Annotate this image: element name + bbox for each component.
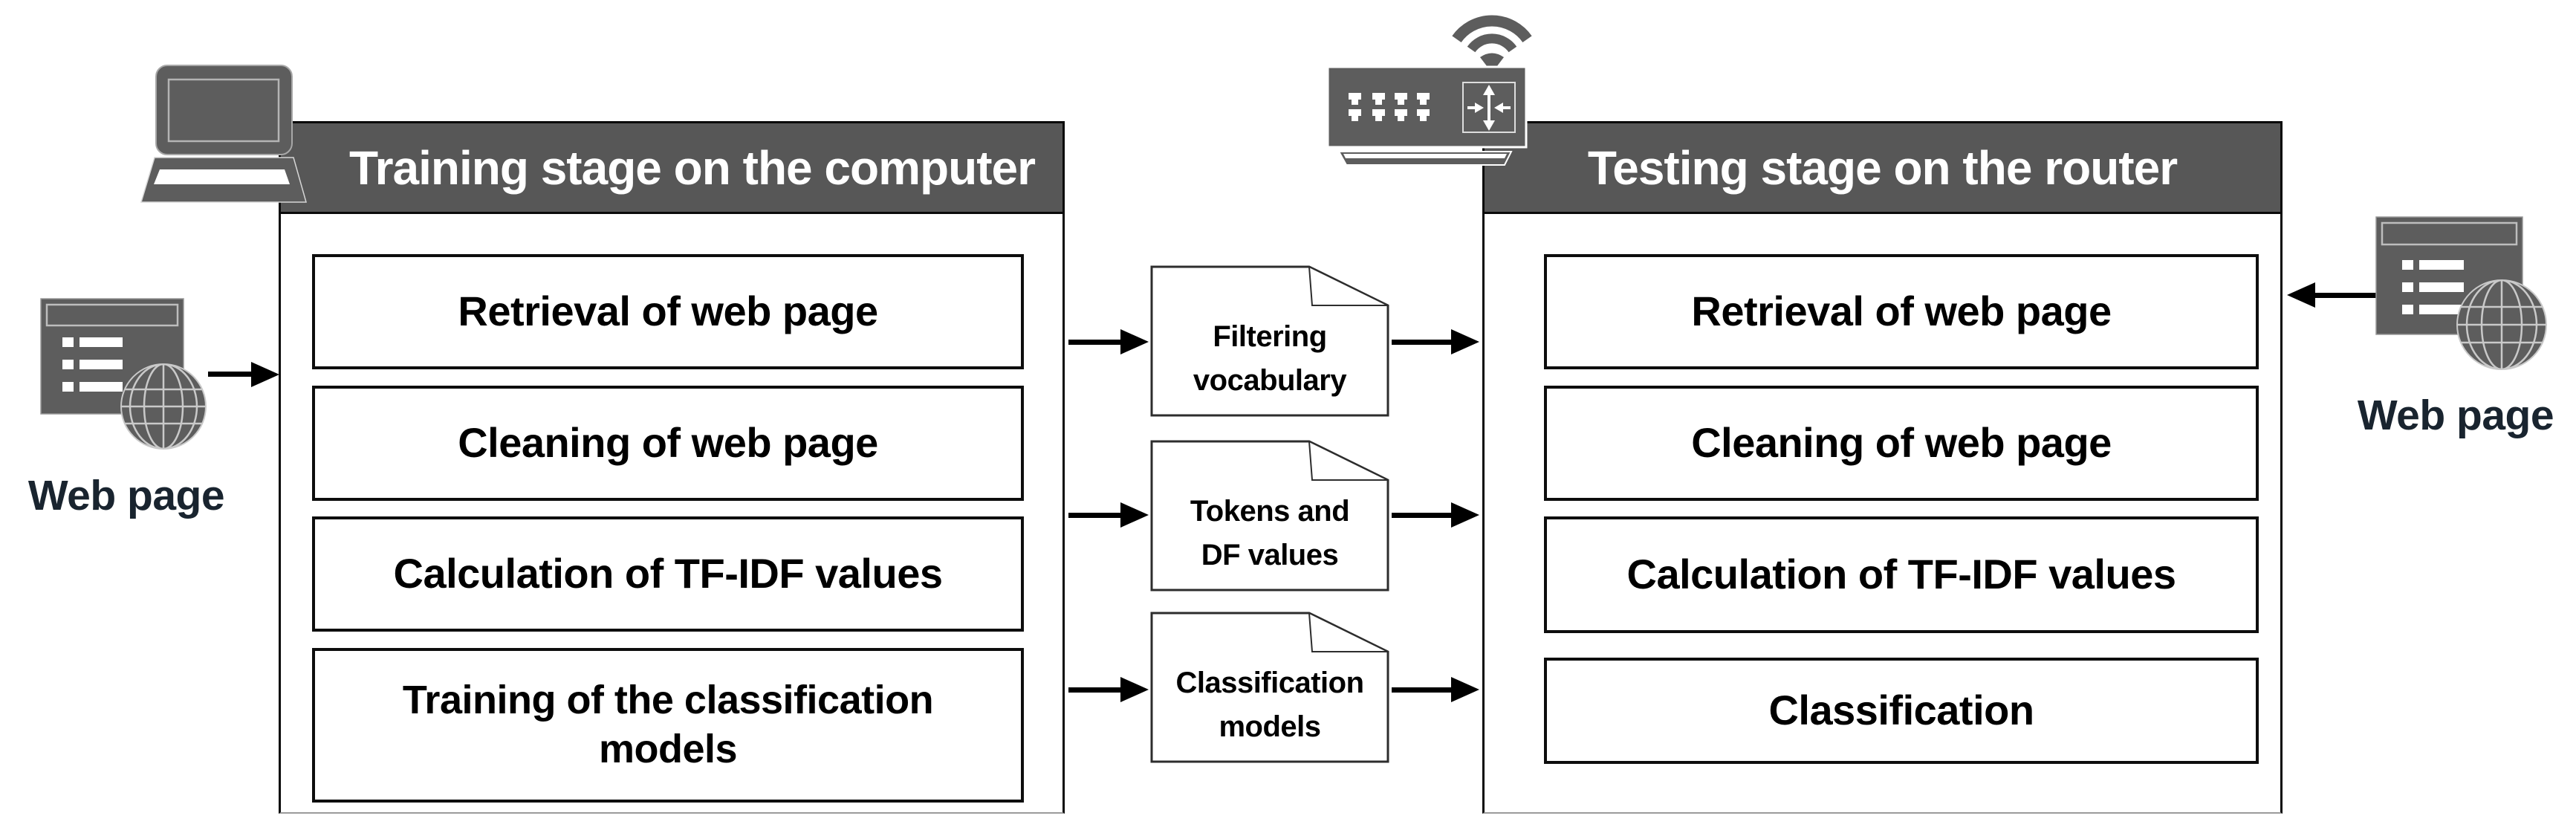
document-label-line: DF values [1201, 539, 1339, 571]
right-step-label: Classification [1768, 687, 2034, 734]
document-label-line: Filtering [1213, 320, 1327, 354]
right-step-box: Classification [1544, 658, 2259, 764]
arrow-left-icon [2287, 282, 2315, 308]
document-icon [1150, 612, 1389, 763]
left-step-label: Retrieval of web page [458, 288, 878, 335]
arrow-right-icon [1451, 329, 1479, 354]
left-step-box: Calculation of TF-IDF values [312, 516, 1024, 632]
artifact-document-filtering-vocabulary: Filtering vocabulary [1150, 265, 1389, 417]
webpage-label-right: Web page [2340, 391, 2571, 440]
document-label: Tokens and DF values [1150, 440, 1389, 591]
webpage-icon-left [37, 294, 212, 460]
artifact-document-tokens-df: Tokens and DF values [1150, 440, 1389, 591]
document-label: Filtering vocabulary [1150, 265, 1389, 417]
webpage-label-text: Web page [27, 472, 225, 519]
right-panel-header: Testing stage on the router [1482, 121, 2283, 214]
webpage-icon-right [2372, 213, 2551, 378]
left-step-box: Training of the classification models [312, 648, 1024, 803]
globe-icon [120, 363, 207, 450]
webpage-label-left: Web page [19, 471, 234, 520]
arrow-shaft [2314, 293, 2378, 298]
left-step-label: Cleaning of web page [458, 419, 878, 467]
arrow-right-icon [1451, 677, 1479, 702]
right-step-box: Cleaning of web page [1544, 386, 2259, 501]
artifact-document-classification-models: Classification models [1150, 612, 1389, 763]
routing-symbol-icon [1462, 82, 1516, 133]
left-step-box: Retrieval of web page [312, 254, 1024, 369]
router-icon-svg [1326, 15, 1532, 166]
arrow-shaft [1068, 687, 1122, 693]
right-panel-title: Testing stage on the router [1587, 140, 2178, 195]
document-label-line: Classification [1175, 667, 1364, 700]
left-step-label: Calculation of TF-IDF values [393, 550, 943, 597]
document-label-line: models [1219, 710, 1321, 743]
left-step-label: Training of the classification models [402, 678, 934, 771]
arrow-right-icon [1120, 329, 1149, 354]
document-label: Classification models [1150, 612, 1389, 763]
left-panel-title: Training stage on the computer [349, 140, 1036, 195]
arrow-shaft [208, 372, 253, 377]
arrow-shaft [1068, 340, 1122, 345]
arrow-shaft [1392, 513, 1453, 518]
arrow-shaft [1392, 687, 1453, 693]
list-lines [2402, 260, 2464, 314]
arrow-shaft [1068, 513, 1122, 518]
arrow-right-icon [1451, 502, 1479, 528]
document-label-line: vocabulary [1193, 364, 1347, 397]
laptop-icon-svg [140, 65, 307, 203]
arrow-shaft [1392, 340, 1453, 345]
arrow-right-icon [1120, 502, 1149, 528]
arrow-right-icon [251, 362, 279, 387]
globe-icon [2456, 279, 2547, 370]
left-step-box: Cleaning of web page [312, 386, 1024, 501]
left-panel-header: Training stage on the computer [279, 121, 1065, 214]
right-step-box: Retrieval of web page [1544, 254, 2259, 369]
document-label-line: Tokens and [1190, 495, 1350, 528]
laptop-icon [137, 61, 310, 210]
webpage-label-text: Web page [2357, 392, 2554, 439]
list-lines [62, 337, 123, 392]
document-icon [1150, 265, 1389, 417]
document-icon [1150, 440, 1389, 591]
browser-window-icon [2375, 216, 2547, 370]
right-step-label: Calculation of TF-IDF values [1626, 551, 2176, 598]
arrow-right-icon [1120, 677, 1149, 702]
router-icon [1324, 6, 1532, 182]
router-ports [1349, 93, 1430, 121]
right-step-box: Calculation of TF-IDF values [1544, 516, 2259, 633]
right-step-label: Retrieval of web page [1691, 288, 2112, 335]
right-step-label: Cleaning of web page [1691, 419, 2112, 467]
wifi-icon [1452, 15, 1532, 73]
browser-window-icon [40, 298, 207, 450]
